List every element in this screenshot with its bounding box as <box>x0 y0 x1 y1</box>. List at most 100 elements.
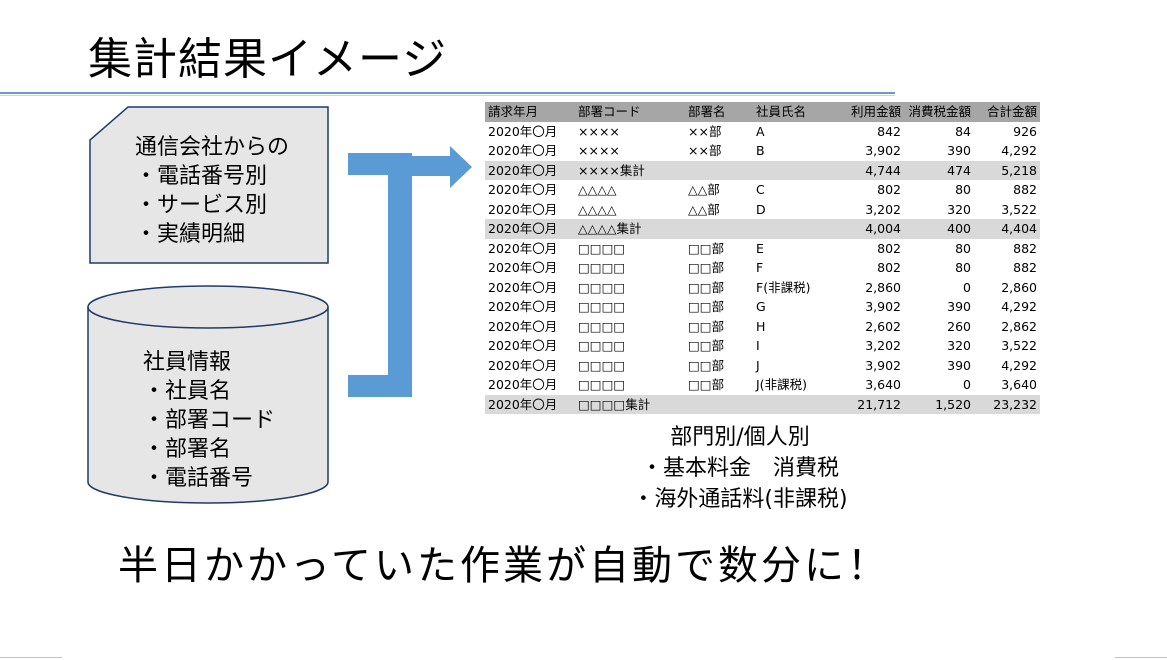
cell-total-amount: 2,862 <box>1001 318 1037 334</box>
cell-billing-month: 2020年〇月 <box>485 394 575 414</box>
cell-total-amount: 4,292 <box>1001 299 1037 314</box>
cell-dept-code: □□□□ <box>578 357 626 373</box>
cell-dept-name: □□部 <box>688 357 725 373</box>
cell-employee-name: C <box>756 182 765 197</box>
flow-arrow <box>348 146 472 397</box>
cell-usage-amount: 4,744 <box>834 160 904 180</box>
cell-usage-amount: 3,902 <box>865 357 901 373</box>
document-line: ・実績明細 <box>135 222 246 247</box>
footer-rule-left <box>0 657 62 658</box>
cell-dept-name <box>685 160 753 180</box>
document-line: ・電話番号別 <box>135 164 268 189</box>
cell-employee-name: I <box>756 338 760 353</box>
cell-usage-amount: 21,712 <box>834 394 904 414</box>
cell-employee-name: A <box>756 123 765 139</box>
cell-total-amount: 2,860 <box>1001 279 1037 295</box>
cell-dept-name: □□部 <box>688 318 725 334</box>
cell-dept-code: □□□□ <box>578 318 626 334</box>
header-billing-month: 請求年月 <box>485 102 575 122</box>
cell-dept-name <box>685 394 753 414</box>
caption-line: ・基本料金 消費税 <box>640 456 839 481</box>
cell-billing-month: 2020年〇月 <box>488 338 558 353</box>
cell-tax-amount: 390 <box>947 299 971 314</box>
cell-total-amount: 3,640 <box>1001 377 1037 392</box>
cell-billing-month: 2020年〇月 <box>485 219 575 239</box>
cell-usage-amount: 4,004 <box>834 219 904 239</box>
cell-dept-code: ××××集計 <box>575 160 685 180</box>
title-divider-shadow <box>0 95 895 96</box>
database-line: ・電話番号 <box>143 466 254 491</box>
cell-total-amount: 4,292 <box>1001 143 1037 158</box>
cell-dept-name: □□部 <box>688 240 725 256</box>
cell-usage-amount: 3,202 <box>865 338 901 353</box>
cell-dept-code: □□□□ <box>578 299 626 314</box>
cell-total-amount: 4,292 <box>1001 357 1037 373</box>
header-usage-amount: 利用金額 <box>834 102 904 122</box>
cell-tax-amount: 474 <box>904 160 974 180</box>
cell-employee-name: G <box>756 299 766 314</box>
cell-employee-name <box>753 160 834 180</box>
cell-billing-month: 2020年〇月 <box>488 260 558 275</box>
cell-employee-name: D <box>756 201 766 217</box>
database-cylinder-top <box>87 285 329 329</box>
cell-tax-amount: 320 <box>947 338 971 353</box>
cell-dept-name: △△部 <box>688 182 720 197</box>
database-line: ・部署名 <box>143 437 232 462</box>
cell-dept-name: ××部 <box>688 123 722 139</box>
cell-tax-amount: 80 <box>955 182 971 197</box>
cell-dept-code: □□□□ <box>578 377 626 392</box>
cell-dept-code: □□□□ <box>578 279 626 295</box>
database-line: ・部署コード <box>143 408 276 433</box>
cell-usage-amount: 2,860 <box>865 279 901 295</box>
cell-usage-amount: 802 <box>877 240 901 256</box>
cell-dept-code: □□□□ <box>578 260 626 275</box>
cell-tax-amount: 390 <box>947 143 971 158</box>
cell-billing-month: 2020年〇月 <box>488 143 558 158</box>
cell-dept-code: △△△△集計 <box>575 219 685 239</box>
cell-billing-month: 2020年〇月 <box>488 201 558 217</box>
database-cylinder-body <box>87 307 329 504</box>
cell-tax-amount: 1,520 <box>904 394 974 414</box>
cell-total-amount: 3,522 <box>1001 338 1037 353</box>
cell-employee-name: H <box>756 318 766 334</box>
cell-dept-name: □□部 <box>688 299 725 314</box>
document-line: ・サービス別 <box>135 193 268 218</box>
cell-tax-amount: 84 <box>955 123 971 139</box>
header-employee-name: 社員氏名 <box>753 102 834 122</box>
cell-usage-amount: 802 <box>877 182 901 197</box>
cell-total-amount: 882 <box>1013 240 1037 256</box>
footer-rule-right <box>1115 657 1167 658</box>
cell-billing-month: 2020年〇月 <box>488 123 558 139</box>
cell-billing-month: 2020年〇月 <box>488 299 558 314</box>
cell-total-amount: 882 <box>1013 182 1037 197</box>
cell-tax-amount: 400 <box>904 219 974 239</box>
cell-dept-name: △△部 <box>688 201 720 217</box>
table-header-row: 請求年月 部署コード 部署名 社員氏名 利用金額 消費税金額 合計金額 <box>485 102 1040 122</box>
cell-usage-amount: 2,602 <box>865 318 901 334</box>
cell-total-amount: 5,218 <box>974 160 1040 180</box>
cell-dept-code: □□□□ <box>578 338 626 353</box>
document-shape <box>89 106 329 264</box>
cell-dept-code: △△△△ <box>578 182 617 197</box>
cell-usage-amount: 802 <box>877 260 901 275</box>
cell-dept-name: □□部 <box>688 279 725 295</box>
summary-table: 請求年月 部署コード 部署名 社員氏名 利用金額 消費税金額 合計金額 2020… <box>485 102 1040 414</box>
caption-line: ・海外通話料(非課税) <box>632 487 848 512</box>
cell-billing-month: 2020年〇月 <box>488 377 558 392</box>
cell-billing-month: 2020年〇月 <box>488 357 558 373</box>
cell-dept-code: □□□□集計 <box>575 394 685 414</box>
